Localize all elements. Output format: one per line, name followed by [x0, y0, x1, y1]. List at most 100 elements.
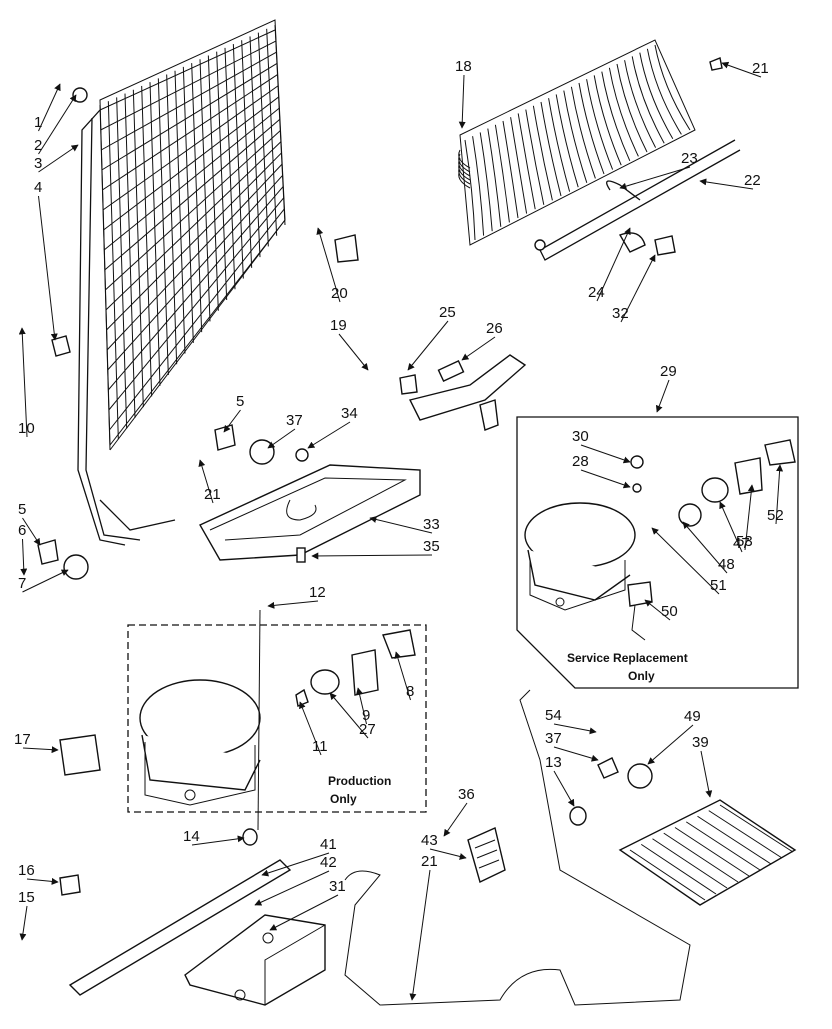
callout-44: 50	[644, 599, 678, 621]
leader-arrow	[299, 701, 322, 756]
callout-16: 9	[356, 687, 370, 725]
leader-arrow	[18, 327, 28, 438]
drain-tube	[344, 689, 691, 1006]
callout-18: 11	[299, 701, 328, 756]
callout-40: 53	[736, 484, 755, 551]
terminal-block	[467, 827, 506, 883]
callout-46: 49	[647, 708, 701, 765]
leader-arrow	[651, 527, 720, 595]
leader-arrow	[191, 835, 245, 846]
callout-30: 24	[588, 227, 631, 302]
callout-number: 13	[545, 754, 562, 771]
compressor-service	[524, 502, 653, 641]
callout-number: 31	[329, 878, 346, 895]
leader-arrow	[26, 877, 59, 885]
leader-arrow	[22, 746, 59, 754]
callout-number: 16	[18, 862, 35, 879]
evaporator-coil	[458, 39, 741, 261]
callout-31: 32	[612, 254, 656, 323]
leader-arrow	[20, 538, 28, 576]
callout-37: 30	[572, 428, 631, 464]
callout-number: 54	[545, 707, 562, 724]
callout-13: 35	[311, 538, 440, 560]
service-caption-line2: Only	[628, 669, 655, 683]
callout-6: 7	[18, 569, 69, 593]
callout-33: 19	[330, 317, 369, 371]
callout-number: 49	[684, 708, 701, 725]
leader-arrow	[553, 746, 599, 762]
callout-number: 37	[545, 730, 562, 747]
leader-arrow	[329, 692, 369, 739]
callout-49: 13	[545, 754, 575, 807]
leader-arrow	[409, 869, 431, 1001]
leader-arrow	[223, 409, 241, 433]
callout-26: 18	[455, 58, 472, 129]
callout-3: 4	[34, 179, 58, 341]
leader-arrow	[356, 687, 367, 725]
callout-number: 12	[309, 584, 326, 601]
relay-parts-production	[295, 629, 416, 707]
leader-arrow	[394, 651, 411, 701]
callout-number: 42	[320, 854, 337, 871]
callout-42: 48	[682, 521, 735, 574]
callout-number: 30	[572, 428, 589, 445]
leader-arrow	[443, 802, 468, 837]
callout-number: 33	[423, 516, 440, 533]
callout-number: 39	[692, 734, 709, 751]
leader-arrow	[267, 600, 319, 609]
callout-number: 43	[421, 832, 438, 849]
callout-number: 5	[236, 393, 244, 410]
service-caption-line1: Service Replacement	[567, 651, 688, 665]
leader-arrow	[407, 320, 449, 371]
leader-arrow	[307, 421, 351, 449]
callout-14: 12	[267, 584, 326, 609]
leader-arrow	[596, 227, 631, 302]
callout-22: 15	[18, 889, 35, 941]
condenser-wire-grid	[99, 24, 286, 451]
leader-arrow	[338, 333, 369, 371]
leader-arrow	[316, 227, 341, 303]
production-caption-line2: Only	[330, 792, 357, 806]
callout-45: 54	[545, 707, 597, 735]
callout-number: 9	[362, 707, 370, 724]
leader-arrow	[461, 336, 496, 361]
service-replacement-box	[516, 416, 799, 689]
callout-number: 36	[458, 786, 475, 803]
leader-arrow	[721, 61, 762, 78]
callout-11: 21	[198, 459, 221, 504]
leader-arrow	[369, 516, 433, 534]
callout-27: 21	[721, 60, 769, 78]
callout-0: 1	[34, 83, 61, 132]
callout-number: 5	[18, 501, 26, 518]
leader-arrow	[655, 379, 670, 413]
leader-arrow	[22, 517, 41, 546]
leader-arrow	[38, 94, 77, 155]
callout-32: 20	[316, 227, 348, 303]
callout-number: 28	[572, 453, 589, 470]
callout-number: 3	[34, 155, 42, 172]
leader-arrow	[254, 870, 330, 906]
leader-arrow	[744, 484, 755, 551]
leader-arrow	[553, 723, 597, 735]
callout-number: 15	[18, 889, 35, 906]
callout-2: 3	[34, 144, 79, 173]
callout-number: 23	[681, 150, 698, 167]
callout-24: 42	[254, 854, 337, 906]
callout-number: 25	[439, 304, 456, 321]
callout-number: 32	[612, 305, 629, 322]
leader-arrow	[553, 770, 575, 807]
callout-number: 47	[733, 535, 750, 552]
leader-arrow	[261, 852, 330, 877]
production-caption-line1: Production	[328, 774, 391, 788]
callout-number: 8	[406, 683, 414, 700]
callout-34: 25	[407, 304, 456, 371]
callout-35: 26	[461, 320, 503, 361]
leader-arrow	[311, 552, 433, 560]
callout-48: 37	[545, 730, 599, 762]
callout-number: 41	[320, 836, 337, 853]
callout-number: 21	[204, 486, 221, 503]
leader-arrow	[775, 464, 784, 525]
callout-19: 17	[14, 731, 59, 754]
